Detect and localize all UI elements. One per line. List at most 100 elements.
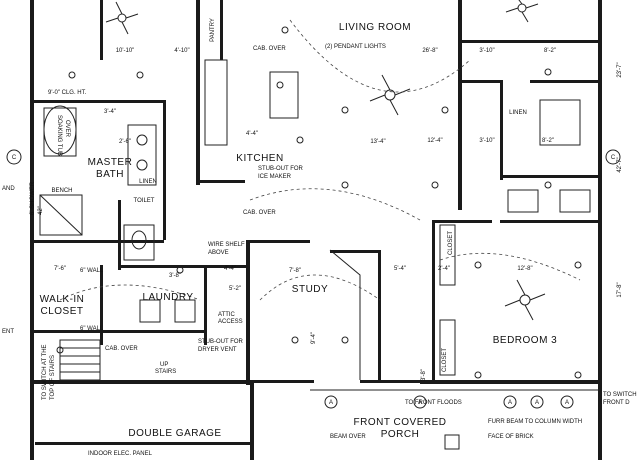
study-bay-wall [329, 249, 361, 380]
room-label-walk-in-closet-2: CLOSET [40, 306, 83, 317]
note-and: AND [2, 186, 15, 192]
room-label-master-bath: MASTER [88, 157, 133, 168]
dimension: 9'-4" [311, 332, 317, 344]
note-cab-over: CAB. OVER [253, 46, 286, 52]
room-label-toilet: TOILET [134, 198, 155, 204]
toilet [131, 230, 147, 250]
note-ent: ENT [2, 329, 14, 335]
room-label-living-room: LIVING ROOM [339, 22, 411, 33]
dimension: 7'-8" [289, 268, 301, 274]
note-ceiling-height: 9'-0" CLG. HT. [48, 90, 87, 96]
fan-icon [369, 74, 411, 116]
bedroom3-north-wall [432, 220, 492, 223]
east-exterior-wall [598, 0, 602, 460]
note-cab-over-2: CAB. OVER [243, 210, 276, 216]
hall-wall [462, 80, 502, 83]
room-label-bedroom-3: BEDROOM 3 [493, 335, 558, 346]
note-furr-beam: FURR BEAM TO COLUMN WIDTH [488, 419, 582, 425]
note-six-wall-2: 6" WALL [80, 326, 104, 332]
bedroom3-closet [439, 224, 456, 286]
stairs [59, 339, 101, 381]
bedroom3-west-wall [432, 220, 435, 380]
wiring-arc [259, 274, 381, 301]
wiring-arc [439, 252, 581, 281]
dryer [174, 299, 196, 323]
grid-tag: C [6, 149, 22, 165]
note-to-switch-right-2: FRONT D [603, 400, 630, 406]
dimension: 3'-8" [169, 273, 181, 279]
note-stub-ice: STUB-OUT FOR [258, 166, 304, 172]
svg-text:A: A [329, 400, 333, 406]
grid-tag: A [560, 395, 574, 409]
note-to-switch-2: TOP OF STAIRS [50, 355, 56, 400]
note-elec-panel: INDOOR ELEC. PANEL [88, 451, 153, 457]
note-stub-dryer-2: DRYER VENT [198, 347, 237, 353]
room-label-walk-in-closet: WALK-IN [40, 294, 85, 305]
note-stub-dryer: STUB-OUT FOR [198, 339, 244, 345]
dimension: 4'-4" [224, 266, 236, 272]
dimension: 5'-4" [394, 266, 406, 272]
kitchen-south-wall [200, 180, 245, 183]
note-cab-over-3: CAB. OVER [105, 346, 138, 352]
note-to-switch: TO SWITCH AT THE [42, 344, 48, 400]
bedroom3-south-wall [420, 380, 600, 384]
note-shower-2: 42" [38, 206, 44, 215]
study-east-wall [378, 250, 381, 380]
side-dimension: 23'-7" [617, 62, 623, 77]
dimension: 3'-8" [421, 369, 427, 381]
study-west-wall [246, 240, 250, 385]
shower [39, 194, 83, 236]
svg-text:C: C [12, 155, 17, 161]
kitchen-counter [204, 59, 228, 146]
dimension: 12'-8" [517, 266, 532, 272]
side-dimension: 42'-7" [617, 157, 623, 172]
bedroom3-closet-2 [439, 319, 456, 376]
garage-front-wall [35, 442, 250, 445]
room-label-pantry: PANTRY [210, 18, 216, 42]
svg-text:A: A [535, 400, 539, 406]
bedroom3-north-wall-2 [500, 220, 600, 223]
sink-2 [136, 159, 148, 171]
garage-north-wall [30, 380, 250, 384]
porch-column [444, 434, 460, 450]
grid-tag: A [413, 395, 427, 409]
grid-tag: A [324, 395, 338, 409]
svg-text:A: A [508, 400, 512, 406]
note-soaking-tub: SOAKING TUB [56, 115, 62, 156]
dimension: 3'-4" [104, 109, 116, 115]
room-label-master-bath-2: BATH [96, 169, 124, 180]
svg-text:A: A [418, 400, 422, 406]
dimension: 5'-2" [229, 286, 241, 292]
dimension: 4'-4" [246, 131, 258, 137]
washer [139, 299, 161, 323]
bath2-west-wall [500, 80, 503, 180]
room-label-kitchen: KITCHEN [236, 153, 283, 164]
dimension: 10'-10" [116, 48, 135, 54]
fan-icon [504, 279, 546, 321]
bath2-tub [539, 99, 581, 146]
dimension: 4'-10" [174, 48, 189, 54]
wiring-arc [59, 284, 201, 301]
side-dimension: 17'-8" [617, 282, 623, 297]
room-label-laundry: LAUNDRY [142, 292, 193, 303]
sink-1 [136, 134, 148, 146]
closet-south-wall [34, 330, 204, 333]
dimension: 8'-2" [544, 48, 556, 54]
note-wire-shelf-2: ABOVE [208, 250, 229, 256]
bath2-vanity [507, 189, 539, 213]
bath2-north-wall [530, 80, 600, 83]
bedroom-partition [100, 0, 103, 60]
closet-east-wall [100, 265, 103, 345]
dimension: 3'-10" [479, 48, 494, 54]
room-label-study: STUDY [292, 284, 328, 295]
note-stub-ice-2: ICE MAKER [258, 174, 292, 180]
note-attic: ATTIC [218, 312, 236, 318]
bath-east-wall [163, 100, 166, 240]
note-face-of-brick: FACE OF BRICK [488, 434, 534, 440]
island-sink [276, 81, 284, 89]
toilet-wall [118, 200, 121, 270]
wiring-arc [249, 188, 421, 221]
note-attic-2: ACCESS [218, 319, 243, 325]
dimension: 3'-10" [479, 138, 494, 144]
